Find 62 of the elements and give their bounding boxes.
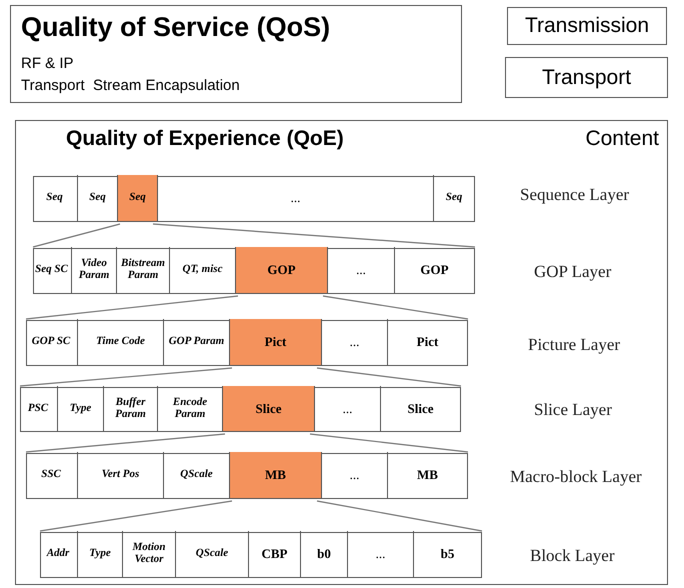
packet-field: Type <box>78 531 123 577</box>
packet-field: CBP <box>249 531 301 577</box>
packet-field: ... <box>315 386 381 431</box>
layer-bar <box>40 532 482 578</box>
layer-label: Sequence Layer <box>520 185 630 205</box>
highlighted-field: Pict <box>230 319 322 365</box>
layer-bar <box>32 176 474 222</box>
packet-field: ... <box>348 531 414 577</box>
packet-field: Seq SC <box>32 247 72 293</box>
packet-field: Buffer Param <box>104 386 158 431</box>
packet-field: Vert Pos <box>78 452 164 498</box>
highlighted-field: MB <box>230 452 322 498</box>
packet-field: Slice <box>381 386 460 431</box>
packet-field: ... <box>158 175 434 221</box>
box-label: Transmission <box>524 14 650 38</box>
layer-label: Macro-block Layer <box>510 467 642 487</box>
packet-field: ... <box>328 247 395 293</box>
packet-field: SSC <box>25 452 78 498</box>
packet-field: Type <box>58 386 104 431</box>
panel-title: Quality of Experience (QoE) <box>66 127 344 151</box>
expansion-lines <box>32 223 476 248</box>
packet-field: Bitstream Param <box>117 247 170 293</box>
layer-bar <box>20 386 460 432</box>
label-box <box>507 7 667 45</box>
packet-field: Pict <box>388 319 467 365</box>
packet-field: Video Param <box>72 247 117 293</box>
qos-box <box>10 5 462 103</box>
packet-field: Motion Vector <box>123 531 176 577</box>
packet-field: Time Code <box>78 319 164 365</box>
highlighted-field: Seq <box>118 175 158 221</box>
packet-field: Seq <box>32 175 78 221</box>
packet-field: QScale <box>176 531 249 577</box>
highlighted-field: Slice <box>223 386 315 431</box>
expansion-lines <box>25 433 469 453</box>
packet-field: b5 <box>414 531 481 577</box>
packet-field: ... <box>322 319 388 365</box>
panel-label: Content <box>585 127 659 151</box>
body-text: Transport Stream Encapsulation <box>21 77 240 94</box>
layer-label: GOP Layer <box>534 262 612 282</box>
highlighted-field: GOP <box>236 247 328 293</box>
packet-field: MB <box>388 452 467 498</box>
content-panel <box>15 120 668 585</box>
heading: Quality of Service (QoS) <box>21 12 330 43</box>
expansion-lines <box>39 500 483 532</box>
expansion-lines <box>25 295 469 320</box>
packet-field: GOP <box>395 247 474 293</box>
layer-label: Slice Layer <box>534 400 612 420</box>
packet-field: GOP SC <box>25 319 78 365</box>
packet-field: Addr <box>39 531 78 577</box>
packet-field: b0 <box>301 531 348 577</box>
expansion-lines <box>19 367 462 387</box>
layer-label: Picture Layer <box>528 335 620 355</box>
label-box <box>505 57 668 98</box>
layer-label: Block Layer <box>530 546 614 566</box>
packet-field: Seq <box>434 175 474 221</box>
body-text: RF & IP <box>21 55 74 72</box>
layer-bar <box>26 452 468 498</box>
packet-field: PSC <box>19 386 58 431</box>
box-label: Transport <box>542 66 632 90</box>
packet-field: ... <box>322 452 388 498</box>
layer-bar <box>32 248 474 294</box>
layer-bar <box>26 320 468 366</box>
